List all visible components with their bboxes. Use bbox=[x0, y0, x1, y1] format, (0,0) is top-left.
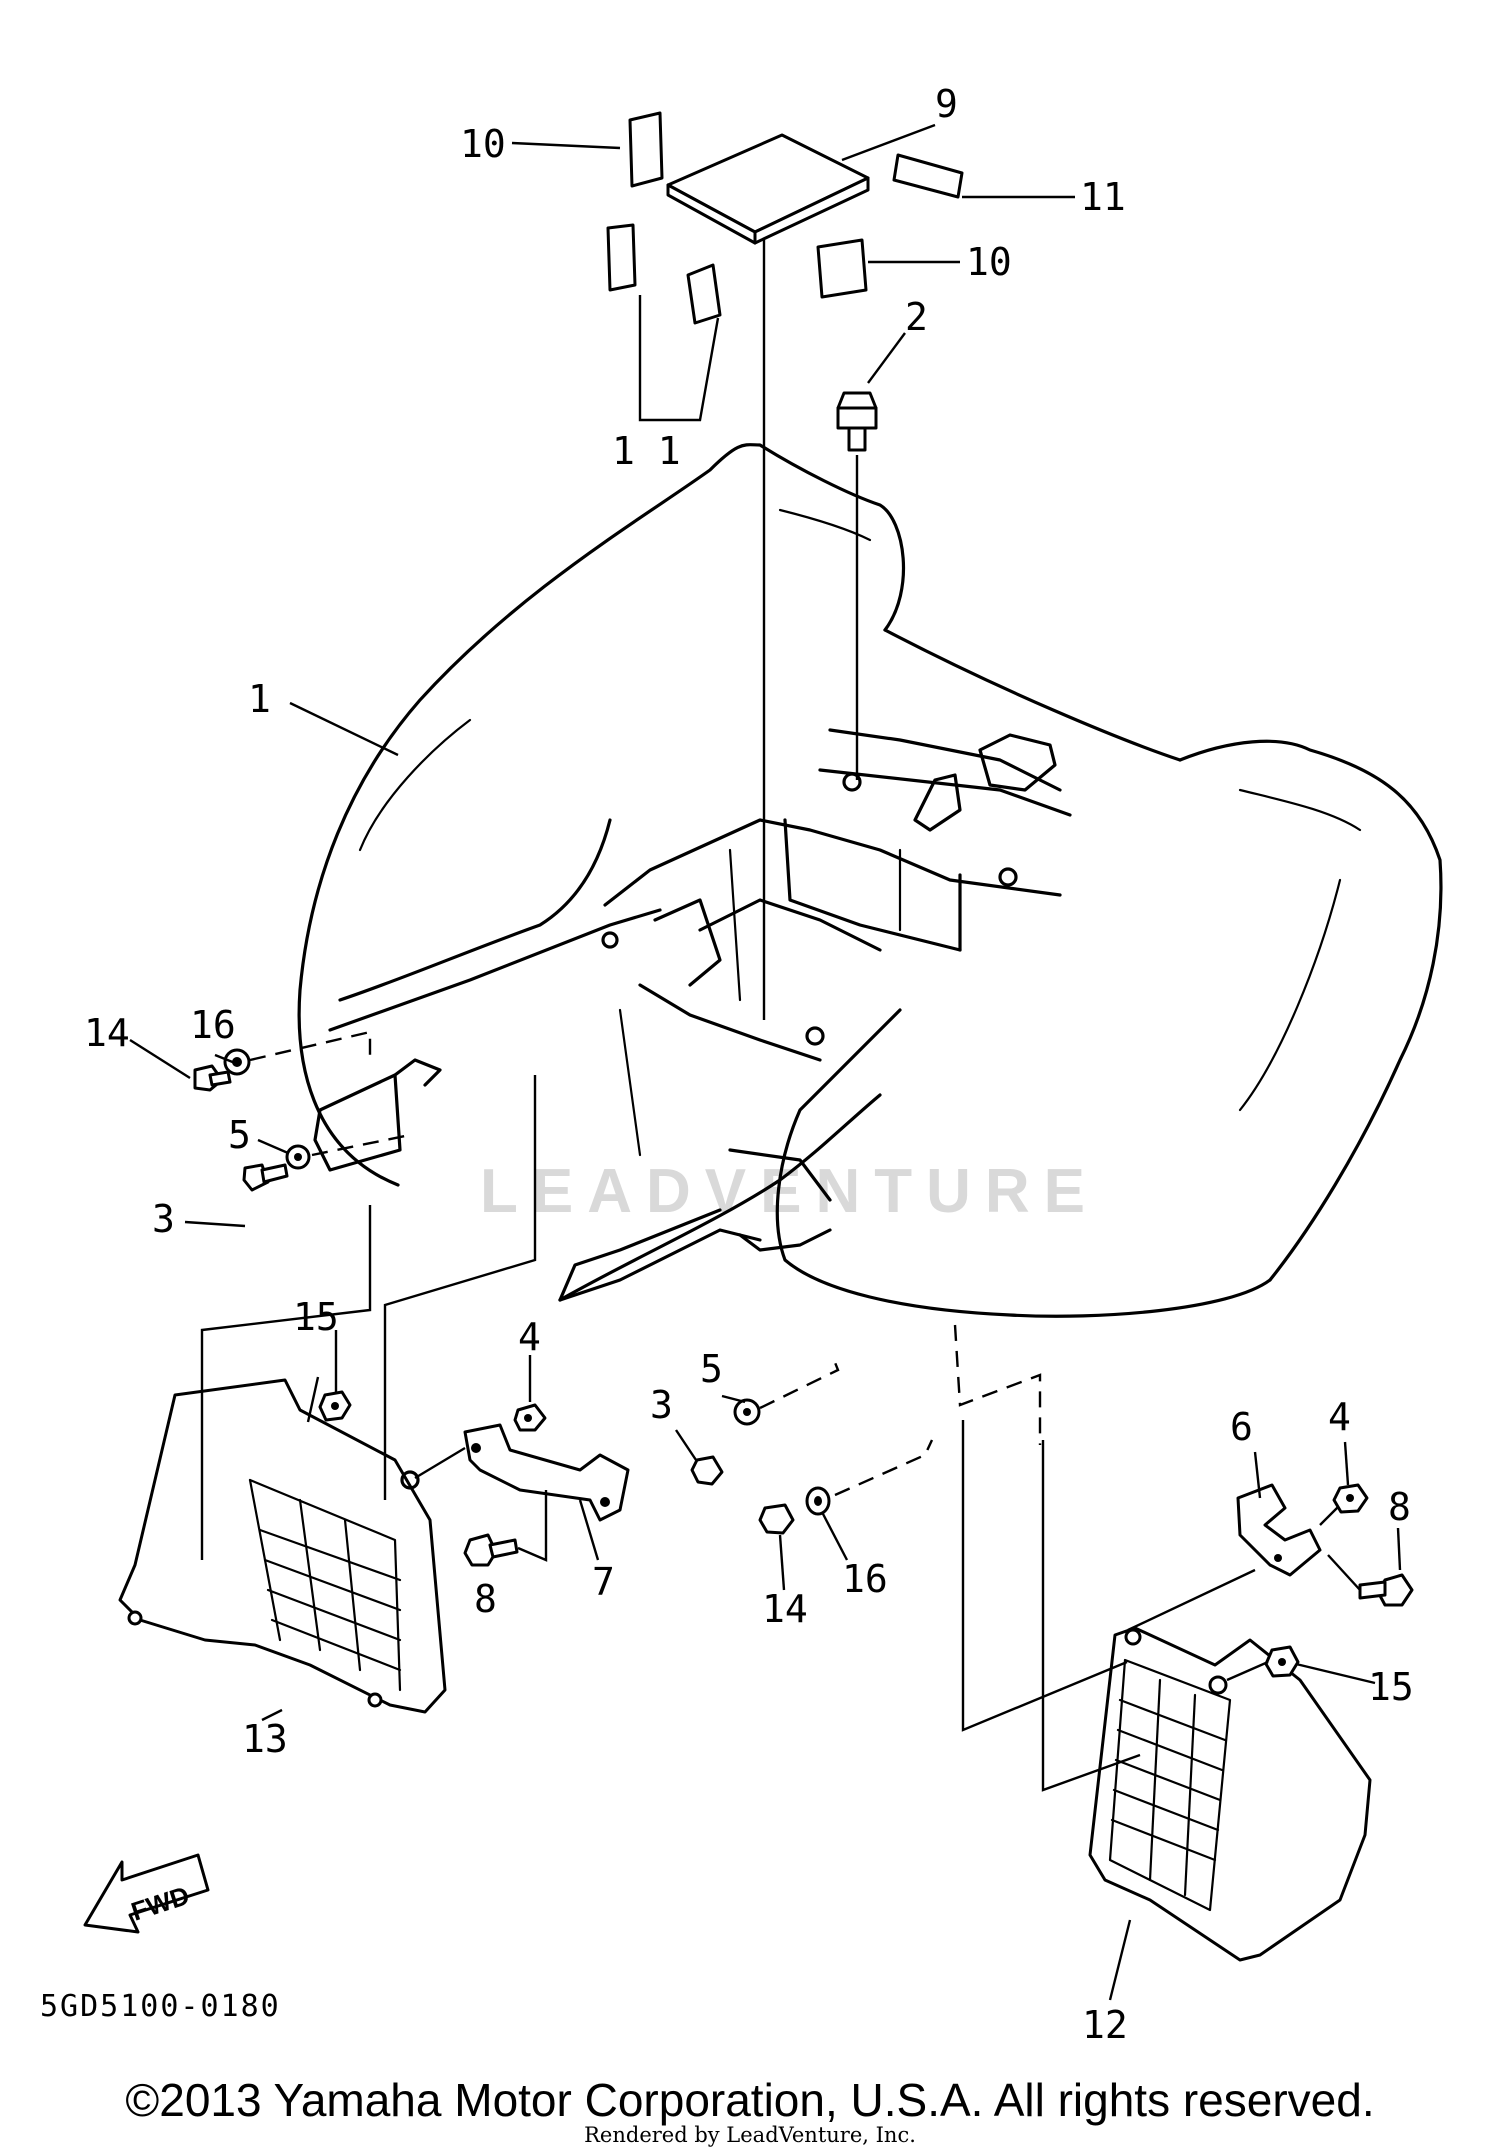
callout-reflector-left: 10 bbox=[460, 122, 506, 166]
callout-nut-right: 4 bbox=[1328, 1395, 1351, 1439]
mudguard-13-left[interactable] bbox=[118, 1378, 447, 1714]
grommet-16-left[interactable] bbox=[223, 1048, 251, 1076]
callout-pad: 9 bbox=[935, 82, 958, 126]
callout-nut15-left: 15 bbox=[293, 1295, 339, 1339]
reflector-pad[interactable] bbox=[666, 133, 870, 245]
watermark-text: LEADVENTURE bbox=[480, 1157, 1099, 1226]
callout-screw-right: 14 bbox=[762, 1587, 808, 1631]
callout-washer-right: 5 bbox=[700, 1347, 723, 1391]
callout-bolt-right: 3 bbox=[650, 1383, 673, 1427]
callout-bracket-left: 7 bbox=[592, 1560, 615, 1604]
reflector-mid-center[interactable] bbox=[686, 263, 722, 325]
bracket-7[interactable] bbox=[463, 1423, 630, 1522]
callout-bracket-right: 6 bbox=[1230, 1405, 1253, 1449]
bolt-3-right[interactable] bbox=[690, 1455, 724, 1486]
rendered-by-notice: Rendered by LeadVenture, Inc. bbox=[584, 2123, 916, 2147]
reflector-right-lower[interactable] bbox=[816, 238, 868, 299]
screw-14-right[interactable] bbox=[758, 1503, 795, 1535]
callout-bolt-top: 2 bbox=[905, 295, 928, 339]
bolt-8-left[interactable] bbox=[463, 1533, 519, 1567]
bracket-6[interactable] bbox=[1236, 1483, 1322, 1577]
callout-grommet-left: 16 bbox=[190, 1003, 236, 1047]
nut-15-left[interactable] bbox=[318, 1390, 352, 1422]
callout-reflector11-bottom: 1 1 bbox=[612, 429, 681, 473]
callout-reflector-right: 10 bbox=[966, 240, 1012, 284]
washer-5-right[interactable] bbox=[733, 1398, 761, 1426]
callout-fender: 1 bbox=[248, 677, 271, 721]
callout-mudguard-right: 12 bbox=[1082, 2003, 1128, 2047]
callout-labels: 1 2 9 10 10 11 1 1 16 14 5 3 15 4 7 8 13… bbox=[84, 82, 1414, 2047]
bolt-8-right[interactable] bbox=[1358, 1573, 1414, 1607]
nut-4-left[interactable] bbox=[513, 1403, 547, 1432]
grommet-16-right[interactable] bbox=[805, 1486, 831, 1516]
mudguard-12-right[interactable] bbox=[1088, 1626, 1372, 1962]
nut-4-right[interactable] bbox=[1332, 1483, 1369, 1514]
diagram-part-code: 5GD5100-0180 bbox=[40, 1989, 281, 2024]
callout-bolt-left: 3 bbox=[152, 1197, 175, 1241]
callout-nut15-right: 15 bbox=[1368, 1665, 1414, 1709]
bolt-2[interactable] bbox=[836, 391, 878, 452]
callout-bolt8-left: 8 bbox=[474, 1577, 497, 1621]
reflector-top-left[interactable] bbox=[628, 111, 664, 188]
forward-arrow-icon: FWD bbox=[83, 1853, 210, 1934]
reflector-top-right[interactable] bbox=[892, 153, 964, 199]
reflector-mid-left[interactable] bbox=[606, 223, 637, 292]
copyright-notice: ©2013 Yamaha Motor Corporation, U.S.A. A… bbox=[125, 2074, 1375, 2126]
washer-5-left[interactable] bbox=[285, 1144, 311, 1170]
screw-14-left[interactable] bbox=[193, 1064, 232, 1092]
nut-15-right[interactable] bbox=[1264, 1645, 1300, 1678]
callout-bolt8-right: 8 bbox=[1388, 1485, 1411, 1529]
callout-washer-left: 5 bbox=[228, 1113, 251, 1157]
callout-mudguard-left: 13 bbox=[242, 1717, 288, 1761]
bolt-3-left[interactable] bbox=[242, 1163, 289, 1192]
rear-fender[interactable] bbox=[297, 443, 1443, 1318]
callout-grommet-right: 16 bbox=[842, 1557, 888, 1601]
callout-reflector11-right: 11 bbox=[1080, 175, 1126, 219]
callout-nut-left: 4 bbox=[518, 1315, 541, 1359]
callout-screw-left: 14 bbox=[84, 1011, 130, 1055]
